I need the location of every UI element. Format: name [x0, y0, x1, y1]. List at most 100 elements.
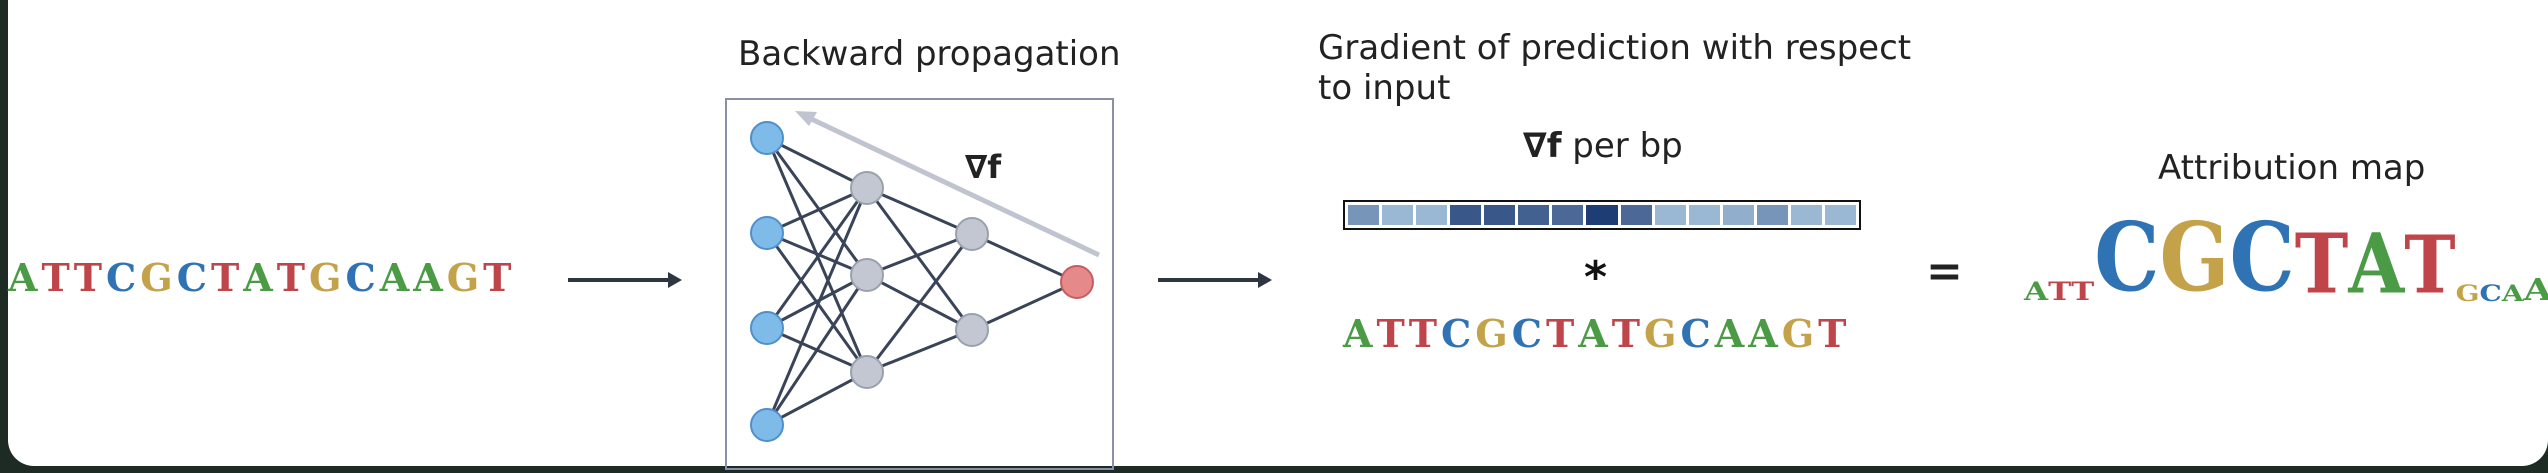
attribution-letter-T: T [2404, 218, 2456, 312]
nucleotide-A: A [1714, 311, 1749, 356]
nucleotide-A: A [8, 255, 42, 300]
nucleotide-A: A [1343, 311, 1377, 356]
hidden-node [850, 258, 884, 292]
network-edge [766, 231, 868, 277]
nucleotide-C: C [345, 255, 380, 300]
nucleotide-G: G [309, 255, 346, 300]
nucleotide-T: T [1611, 311, 1645, 356]
nucleotide-A: A [379, 255, 414, 300]
input-node [750, 121, 784, 155]
nucleotide-T: T [73, 255, 107, 300]
gradient-cell [1484, 205, 1516, 225]
gradient-heatbar [1343, 200, 1861, 230]
hidden-node [850, 355, 884, 389]
figure-panel [8, 0, 2548, 466]
nucleotide-C: C [1511, 311, 1546, 356]
gradient-cell [1620, 205, 1652, 225]
per-bp-gradient-symbol: ∇f [1523, 126, 1562, 166]
arrow-right-icon [568, 272, 682, 288]
nucleotide-C: C [176, 255, 211, 300]
per-bp-text: per bp [1572, 126, 1683, 166]
gradient-title-line1: Gradient of prediction with respect [1318, 28, 1912, 68]
gradient-cell [1790, 205, 1822, 225]
network-edge [765, 274, 869, 426]
gradient-cell [1756, 205, 1788, 225]
per-bp-label: ∇f per bp [1523, 126, 1683, 166]
nucleotide-T: T [211, 255, 244, 300]
attribution-letter-A: A [2024, 277, 2049, 307]
attribution-letter-A: A [2348, 214, 2405, 312]
network-edge [866, 186, 973, 236]
backprop-arrow [795, 111, 1101, 258]
nucleotide-C: C [1441, 311, 1476, 356]
nucleotide-G: G [1644, 311, 1681, 356]
nucleotide-T: T [41, 255, 74, 300]
network-edge [765, 187, 869, 329]
attribution-letter-C: C [2229, 202, 2295, 314]
backward-propagation-label: Backward propagation [738, 34, 1121, 74]
nucleotide-T: T [1408, 311, 1442, 356]
attribution-letter-C: C [2094, 202, 2160, 314]
nucleotide-T: T [483, 255, 516, 300]
nucleotide-C: C [106, 255, 141, 300]
gradient-cell [1518, 205, 1550, 225]
attribution-map-label: Attribution map [2158, 148, 2426, 188]
gradient-symbol-label: ∇f [965, 148, 1002, 186]
nucleotide-A: A [1748, 311, 1782, 356]
gradient-cell [1382, 205, 1414, 225]
nucleotide-G: G [1781, 311, 1819, 356]
attribution-letter-A: A [2524, 275, 2548, 305]
attribution-letter-A: A [2501, 280, 2524, 307]
gradient-cell [1688, 205, 1720, 225]
nucleotide-T: T [1818, 311, 1851, 356]
network-edge [865, 187, 974, 331]
network-edge [766, 370, 868, 427]
neural-network-box: ∇f [725, 98, 1114, 470]
nucleotide-A: A [243, 255, 277, 300]
nucleotide-G: G [446, 255, 484, 300]
attribution-letter-G: G [2159, 202, 2230, 314]
gradient-cell [1654, 205, 1686, 225]
gradient-cell [1586, 205, 1618, 225]
hidden-node [955, 313, 989, 347]
attribution-letter-T: T [2071, 277, 2095, 307]
attribution-letter-C: C [2479, 280, 2502, 307]
nucleotide-G: G [140, 255, 177, 300]
nucleotide-A: A [1578, 311, 1612, 356]
arrow-right-icon [1158, 272, 1272, 288]
network-edge [766, 186, 868, 235]
nucleotide-C: C [1680, 311, 1715, 356]
attribution-letter-G: G [2455, 280, 2480, 307]
attribution-logo: ATTCGCTATGCAAGT [2024, 211, 2548, 312]
attribution-letter-T: T [2048, 277, 2072, 307]
network-edge [971, 232, 1078, 284]
input-sequence: ATTCGCTATGCAAGT [8, 258, 515, 298]
hidden-node [955, 217, 989, 251]
network-edge [766, 136, 868, 190]
attribution-letter-T: T [2294, 214, 2349, 312]
gradient-cell [1552, 205, 1584, 225]
gradient-cell [1824, 205, 1856, 225]
equals-symbol: = [1926, 246, 1963, 297]
nucleotide-T: T [1546, 311, 1579, 356]
gradient-cell [1348, 205, 1380, 225]
network-edge [765, 187, 869, 426]
nucleotide-T: T [276, 255, 310, 300]
gradient-title-line2: to input [1318, 68, 1451, 108]
input-node [750, 216, 784, 250]
gradient-input-sequence: ATTCGCTATGCAAGT [1343, 314, 1850, 354]
input-node [750, 408, 784, 442]
network-edge [765, 137, 869, 276]
neural-network-diagram [750, 111, 1101, 442]
nucleotide-T: T [1376, 311, 1409, 356]
nucleotide-G: G [1475, 311, 1512, 356]
multiply-symbol: * [1584, 252, 1608, 303]
hidden-node [850, 171, 884, 205]
gradient-cell [1722, 205, 1754, 225]
network-edge [766, 273, 868, 330]
gradient-cell [1450, 205, 1482, 225]
network-edge [866, 232, 973, 277]
network-edge [865, 233, 974, 373]
nucleotide-A: A [413, 255, 447, 300]
network-edge [971, 280, 1078, 332]
